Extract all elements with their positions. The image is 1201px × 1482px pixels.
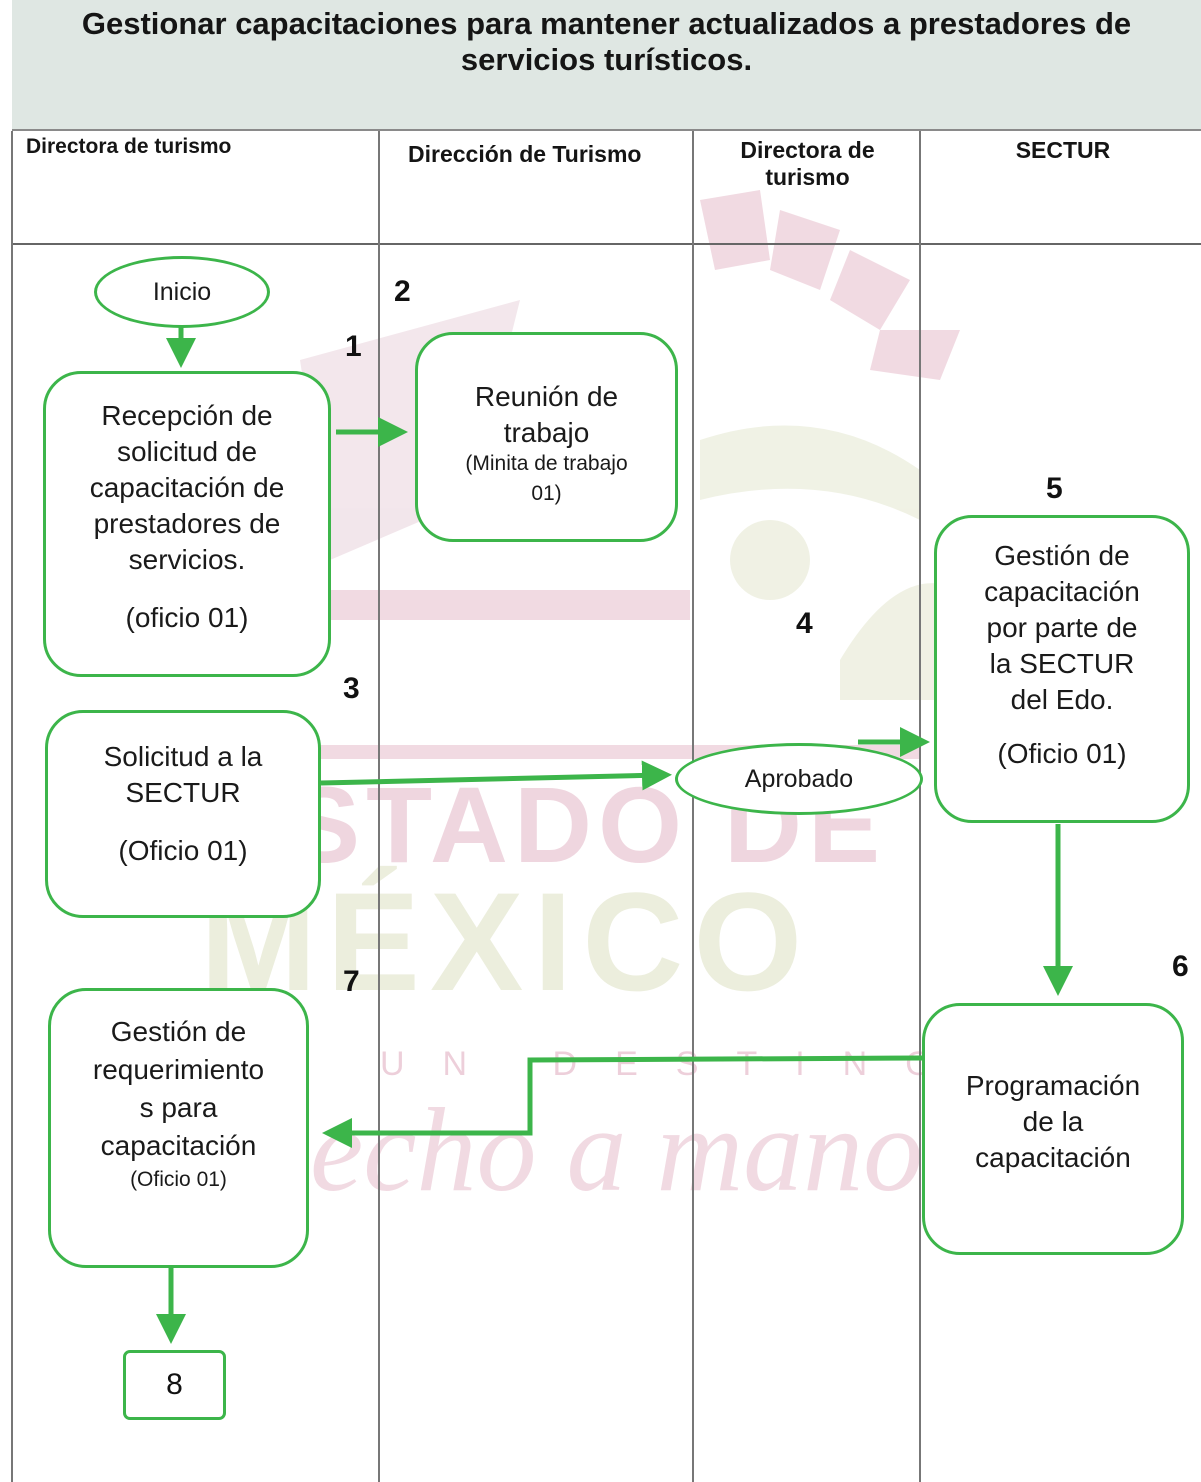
step-3-box: Solicitud a la SECTUR (Oficio 01): [45, 710, 321, 918]
arrow-6-to-7: [322, 1055, 923, 1148]
step-number-6: 6: [1172, 950, 1189, 983]
lane-header-sectur: SECTUR: [1015, 137, 1111, 163]
step-2-text: Reunión de trabajo: [474, 381, 619, 448]
lane-divider-1: [378, 131, 380, 1482]
step-number-1: 1: [345, 330, 362, 363]
step-7-ref: (Oficio 01): [130, 1168, 227, 1191]
lane-divider-3: [919, 131, 921, 1482]
step-3-ref: (Oficio 01): [118, 835, 248, 866]
lane-header-direccion: Dirección de Turismo: [408, 141, 642, 167]
step-6-box: Programación de la capacitación: [922, 1003, 1184, 1255]
watermark-text-hecho: hecho a mano: [250, 1083, 923, 1216]
step-5-box: Gestión de capacitación por parte de la …: [934, 515, 1190, 823]
step-1-box: Recepción de solicitud de capacitación d…: [43, 371, 331, 677]
step-number-4: 4: [796, 607, 813, 640]
left-border: [11, 131, 13, 1482]
header-divider: [12, 243, 1201, 245]
lane-divider-2: [692, 131, 694, 1482]
step-7-text: Gestión de requerimiento s para capacita…: [92, 1016, 265, 1161]
lane-header-directora-2: Directora de turismo: [740, 137, 875, 190]
step-3-text: Solicitud a la SECTUR: [103, 741, 263, 808]
watermark-text-destino: UN DESTINO: [380, 1045, 970, 1083]
step-number-7: 7: [343, 965, 360, 998]
step-1-ref: (oficio 01): [125, 602, 249, 633]
step-number-3: 3: [343, 672, 360, 705]
step-6-text: Programación de la capacitación: [965, 1070, 1141, 1173]
start-node: Inicio: [94, 256, 270, 328]
step-2-box: Reunión de trabajo (Minita de trabajo 01…: [415, 332, 678, 542]
step-1-text: Recepción de solicitud de capacitación d…: [89, 400, 285, 575]
step-2-ref: (Minita de trabajo 01): [465, 452, 628, 505]
step-5-text: Gestión de capacitación por parte de la …: [984, 540, 1140, 715]
step-5-ref: (Oficio 01): [997, 738, 1127, 769]
step-7-box: Gestión de requerimiento s para capacita…: [48, 988, 309, 1268]
arrow-3-to-4: [320, 760, 672, 791]
end-connector: 8: [123, 1350, 226, 1420]
diagram-title: Gestionar capacitaciones para mantener a…: [81, 6, 1132, 77]
step-4-decision: Aprobado: [675, 743, 923, 815]
step-number-5: 5: [1046, 472, 1063, 505]
diagram-header: Gestionar capacitaciones para mantener a…: [12, 0, 1201, 131]
step-number-2: 2: [394, 275, 411, 308]
lane-header-directora-1: Directora de turismo: [26, 135, 232, 158]
